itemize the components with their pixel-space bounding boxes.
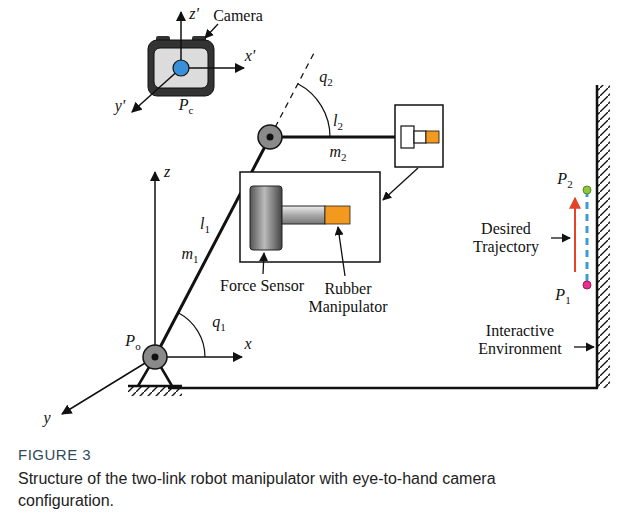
camera-lens xyxy=(173,60,189,76)
axis-label: y xyxy=(43,409,50,427)
camera-axes xyxy=(132,12,244,112)
force-sensor-inset xyxy=(240,172,380,262)
callout-label: Camera xyxy=(213,7,263,25)
point-label: Pc xyxy=(179,96,194,116)
callout-label: Interactive Environment xyxy=(470,322,570,357)
joint-angle-arc xyxy=(178,313,205,357)
joint-elbow xyxy=(258,125,282,149)
desired-trajectory xyxy=(586,190,589,285)
mass-label: m2 xyxy=(329,143,346,163)
zoom-arrow xyxy=(383,168,418,200)
leader-arrow xyxy=(263,253,264,274)
angle-label: q1 xyxy=(212,313,226,333)
point-marker xyxy=(583,186,591,194)
leader-arrow xyxy=(574,346,594,347)
axis-label: z xyxy=(164,163,170,181)
callout-label: Desired Trajectory xyxy=(463,220,549,255)
callout-label: Force Sensor xyxy=(220,277,304,295)
figure-caption: Structure of the two-link robot manipula… xyxy=(18,468,538,512)
axis-label: x' xyxy=(245,47,256,65)
point-label: Po xyxy=(125,332,140,352)
axis-label: z' xyxy=(189,5,199,23)
length-label: l1 xyxy=(200,215,210,235)
length-label: l2 xyxy=(333,112,343,132)
trajectory-direction xyxy=(574,198,576,272)
axis-label: y' xyxy=(115,97,126,115)
link-two xyxy=(270,136,395,139)
base-axes xyxy=(62,172,242,414)
joint-angle-arc xyxy=(298,84,330,137)
point-label: P1 xyxy=(555,286,570,306)
callout-label: Rubber Manipulator xyxy=(298,280,398,315)
angle-label: q2 xyxy=(319,68,333,88)
mass-label: m1 xyxy=(181,245,198,265)
figure-title: FIGURE 3 xyxy=(18,446,91,463)
axis-label: x xyxy=(244,335,251,353)
leader-arrow xyxy=(338,227,345,276)
leader-arrow xyxy=(205,24,218,38)
link-extension xyxy=(270,53,314,137)
point-label: P2 xyxy=(557,170,572,190)
leader-arrow xyxy=(551,237,570,238)
end-effector-box xyxy=(395,105,443,167)
environment-wall xyxy=(168,85,610,388)
joint-base xyxy=(143,345,167,369)
point-marker xyxy=(583,281,591,289)
